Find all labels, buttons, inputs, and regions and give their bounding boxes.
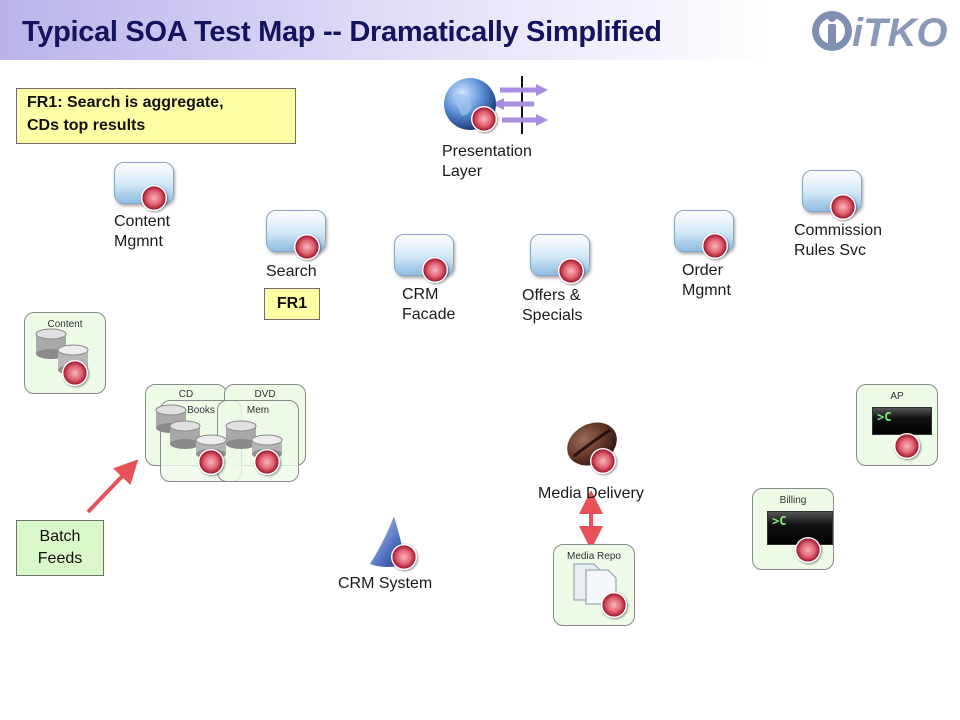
billing-panel-label: Billing: [779, 495, 807, 506]
dvd-panel-label: DVD: [254, 389, 276, 400]
commission-rules-label: Commission Rules Svc: [794, 222, 883, 259]
offers-specials-label: Offers & Specials: [522, 287, 583, 324]
globe-network-icon: [444, 76, 548, 134]
content-mgmt-label: Content Mgmnt: [114, 213, 171, 250]
commission-rules-pin-icon: [830, 194, 856, 220]
content-panel-label: Content: [47, 319, 83, 330]
fr1-tag-note: FR1: [264, 288, 320, 320]
media-delivery-label: Media Delivery: [538, 485, 644, 502]
search-pin-icon: [294, 234, 320, 260]
batch-feed-arrow: [86, 459, 139, 514]
ap-panel-label: AP: [890, 391, 904, 402]
order-mgmt-pin-icon: [702, 233, 728, 259]
fr1-description-line-2: CDs top results: [27, 117, 146, 134]
title-band: [0, 0, 770, 60]
content-db-pin-icon: [62, 360, 88, 386]
billing-pin-icon: [795, 537, 821, 563]
logo-swirl-icon: [812, 11, 852, 51]
fr1-description-line-1: FR1: Search is aggregate,: [27, 94, 224, 111]
search-label: Search: [266, 263, 317, 280]
crm-facade-pin-icon: [422, 257, 448, 283]
fr1-description-note: FR1: Search is aggregate, CDs top result…: [16, 88, 296, 144]
presentation-pin-icon: [471, 106, 497, 132]
ap-terminal-icon: >C: [872, 407, 932, 435]
svg-text:iTKO: iTKO: [852, 11, 948, 54]
batch-feeds-box: Batch Feeds: [16, 520, 104, 576]
crm-system-pin-icon: [391, 544, 417, 570]
presentation-layer-node[interactable]: [440, 76, 552, 138]
crm-system-label: CRM System: [338, 575, 433, 592]
itko-logo: iTKO: [812, 11, 948, 54]
media-delivery-pin-icon: [590, 448, 616, 474]
mem-db-pin-icon: [254, 449, 280, 475]
books-panel-label: Books: [187, 405, 215, 416]
ap-pin-icon: [894, 433, 920, 459]
batch-feeds-line-1: Batch: [39, 528, 81, 545]
crm-facade-label: CRM Facade: [402, 286, 456, 323]
order-mgmt-label: Order Mgmnt: [682, 262, 731, 299]
books-db-pin-icon: [198, 449, 224, 475]
mem-panel-label: Mem: [246, 405, 270, 416]
page-title: Typical SOA Test Map -- Dramatically Sim…: [22, 16, 662, 48]
content-mgmt-pin-icon: [141, 185, 167, 211]
presentation-label: Presentation Layer: [442, 143, 532, 180]
media-repo-pin-icon: [601, 592, 627, 618]
cd-panel-label: CD: [178, 389, 194, 400]
offers-specials-pin-icon: [558, 258, 584, 284]
batch-feeds-line-2: Feeds: [37, 550, 83, 567]
media-repo-panel-label: Media Repo: [567, 551, 621, 562]
